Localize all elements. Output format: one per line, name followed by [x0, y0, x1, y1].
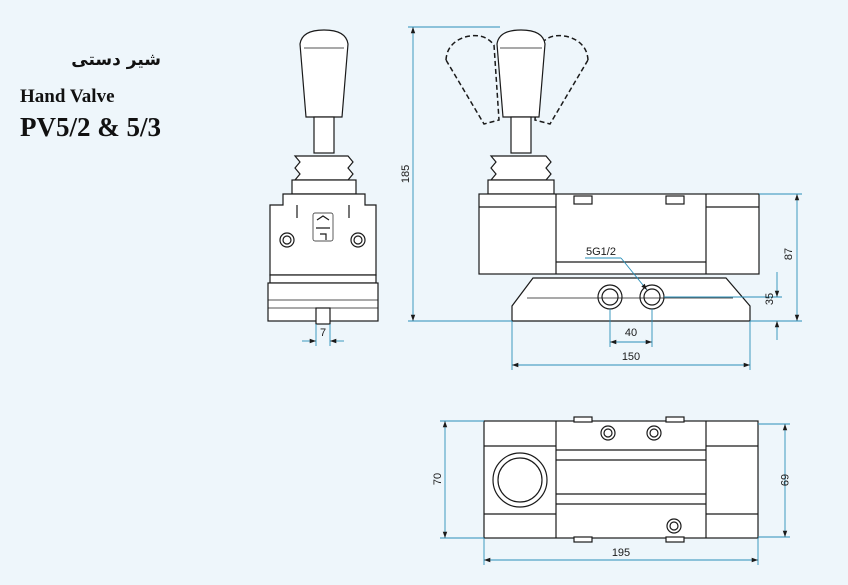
- dim-label-7: 7: [320, 327, 326, 339]
- top-screw-1: [600, 425, 616, 441]
- top-screw-2: [646, 425, 662, 441]
- dim-label-195: 195: [612, 547, 630, 559]
- dim-label-69: 69: [778, 474, 790, 486]
- front-bellows: [489, 155, 552, 181]
- dimension-lines: [302, 26, 802, 565]
- title-block: شیر دستی Hand Valve PV5/2 & 5/3: [20, 50, 161, 143]
- front-view: [445, 29, 760, 322]
- top-knob: [492, 452, 548, 508]
- title-persian: شیر دستی: [71, 50, 161, 70]
- top-body: [483, 420, 759, 539]
- title-model: PV5/2 & 5/3: [20, 112, 161, 142]
- side-plate: [269, 274, 377, 284]
- side-knob: [299, 29, 349, 118]
- side-bellows: [293, 155, 354, 181]
- side-screw-right: [350, 232, 366, 248]
- side-lever-shaft: [313, 116, 335, 154]
- dim-label-87: 87: [783, 248, 795, 260]
- dim-label-185: 185: [400, 165, 412, 183]
- lever-swing-left: [445, 34, 500, 125]
- brand-logo: [312, 212, 334, 242]
- dim-label-40: 40: [625, 327, 637, 339]
- front-knob: [496, 29, 546, 118]
- dim-label-70: 70: [432, 473, 444, 485]
- dim-label-35: 35: [764, 293, 776, 305]
- front-base: [511, 277, 751, 322]
- side-view: [267, 29, 379, 325]
- side-screw-left: [279, 232, 295, 248]
- top-view: [483, 416, 759, 543]
- dim-label-150: 150: [622, 351, 640, 363]
- side-lever-slot: [315, 307, 331, 325]
- front-lever-shaft: [510, 116, 532, 154]
- dim-label-port-thread: 5G1/2: [586, 246, 616, 258]
- lever-swing-right: [534, 34, 589, 125]
- dimension-labels: 185 87 35 40 150 7 5G1/2 70 69 195: [320, 165, 795, 559]
- title-english: Hand Valve: [20, 86, 115, 107]
- top-screw-3: [666, 518, 682, 534]
